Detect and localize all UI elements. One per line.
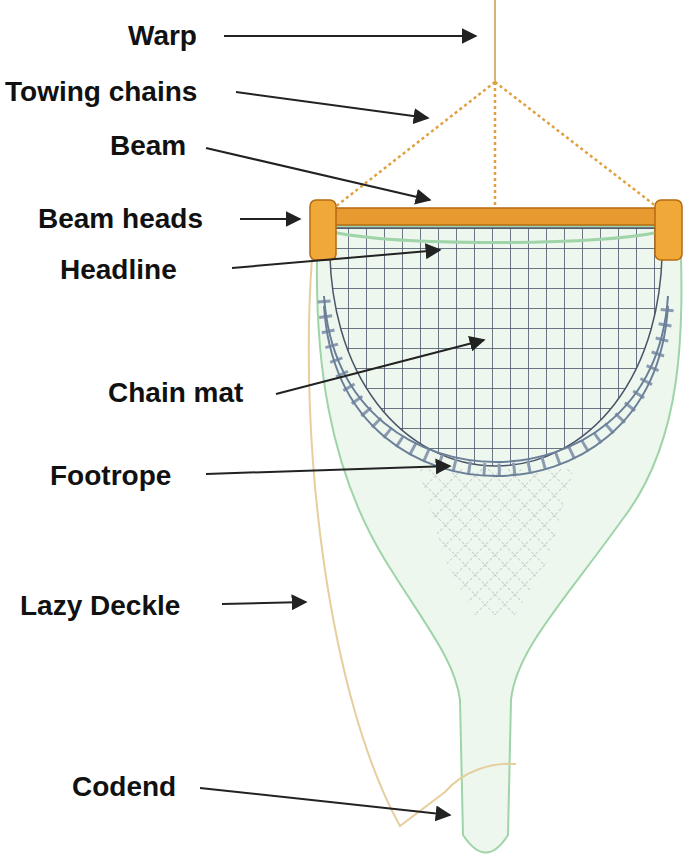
footrope-inner (324, 296, 668, 462)
footrope-outer (324, 306, 668, 476)
part-label: Beam heads (38, 205, 203, 233)
chain-mat (320, 225, 670, 475)
footrope (324, 300, 668, 470)
beam-head-left (310, 200, 336, 260)
part-label: Footrope (50, 462, 171, 490)
part-label: Towing chains (5, 78, 197, 106)
headline (332, 232, 660, 243)
lazy-deckle (309, 258, 516, 826)
leader-arrows (200, 36, 484, 815)
part-label: Warp (128, 22, 197, 50)
part-label: Headline (60, 256, 177, 284)
part-label: Beam (110, 132, 186, 160)
belly-netting (410, 460, 580, 620)
part-label: Chain mat (108, 379, 243, 407)
beam (325, 208, 665, 225)
warp (494, 0, 496, 82)
part-label: Codend (72, 773, 176, 801)
beam-head-right (655, 200, 682, 260)
part-label: Lazy Deckle (20, 592, 180, 620)
net-body (317, 226, 682, 853)
